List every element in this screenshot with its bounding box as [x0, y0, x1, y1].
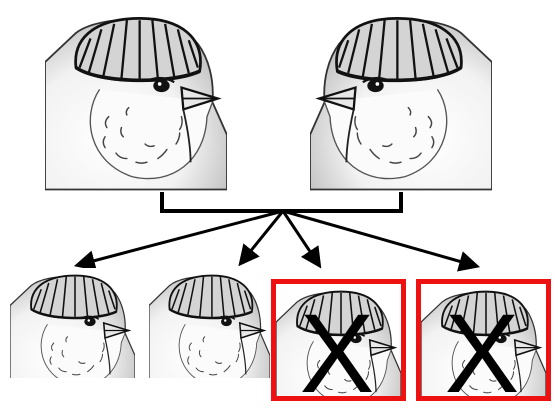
arrow-to-offspring-1 [78, 211, 283, 265]
crested-canary-head-icon [149, 268, 270, 378]
crested-canary-head-icon [10, 268, 135, 378]
parent-bird-2 [310, 5, 492, 192]
parent-bird-1 [45, 5, 227, 192]
crested-canary-head-icon [45, 5, 227, 192]
offspring-bird-1 [10, 268, 135, 378]
x-mark-icon: X [437, 298, 527, 410]
pedigree-diagram: X X [0, 0, 556, 403]
x-mark-icon: X [292, 298, 382, 410]
offspring-bird-2 [149, 268, 270, 378]
crested-canary-head-icon [310, 5, 492, 192]
parent-bracket [162, 192, 401, 211]
arrow-to-offspring-4 [283, 211, 476, 266]
arrow-to-offspring-2 [241, 211, 283, 263]
